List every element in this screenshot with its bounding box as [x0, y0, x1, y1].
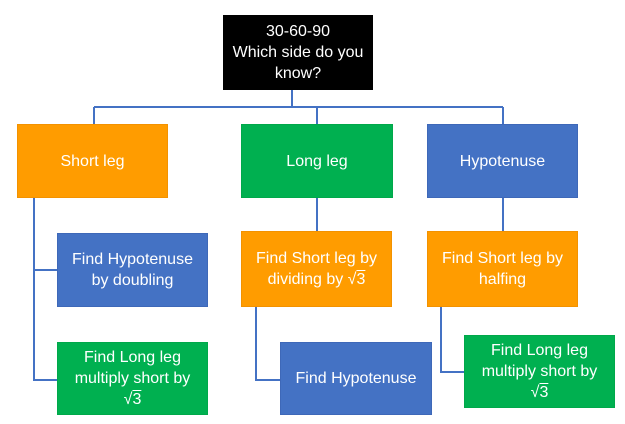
step-line: Find Long leg — [84, 349, 181, 366]
sqrt-radicand: 3 — [539, 384, 549, 401]
sqrt-radicand: 3 — [132, 391, 142, 408]
short-leg-step-2: Find Long leg multiply short by √3 — [57, 342, 208, 415]
hypotenuse-box: Hypotenuse — [427, 124, 578, 198]
sqrt-radicand: 3 — [356, 271, 366, 288]
short-leg-box: Short leg — [17, 124, 168, 198]
step-line-with-sqrt: dividing by √3 — [256, 269, 377, 290]
root-title: 30-60-90 — [265, 23, 331, 40]
sqrt-expression: √3 — [75, 389, 191, 410]
hypotenuse-label: Hypotenuse — [459, 152, 546, 170]
long-leg-step-2: Find Hypotenuse — [280, 342, 432, 415]
step-line: Find Short leg by — [256, 250, 377, 267]
step-line: Find Short leg by — [442, 250, 563, 267]
sqrt-symbol: √ — [347, 271, 357, 288]
step-line-tail: dividing by — [267, 271, 348, 288]
short-leg-step-1: Find Hypotenuse by doubling — [57, 233, 208, 307]
long-leg-box: Long leg — [241, 124, 393, 198]
sqrt-symbol: √ — [530, 384, 540, 401]
step-line: Find Hypotenuse — [295, 370, 417, 387]
short-leg-label: Short leg — [60, 152, 125, 170]
step-line: halfing — [478, 271, 527, 288]
sqrt-symbol: √ — [123, 391, 133, 408]
step-line: by doubling — [91, 272, 174, 289]
step-line: Find Long leg — [491, 342, 588, 359]
hypotenuse-step-1: Find Short leg by halfing — [427, 231, 578, 307]
hypotenuse-step-2: Find Long leg multiply short by √3 — [464, 335, 615, 408]
step-line: Find Hypotenuse — [72, 251, 193, 268]
step-line: multiply short by — [74, 370, 191, 387]
root-question-box: 30-60-90 Which side do you know? — [223, 15, 373, 90]
root-question-line1: Which side do you — [232, 44, 364, 61]
root-question-line2: know? — [274, 65, 322, 82]
long-leg-label: Long leg — [286, 152, 348, 170]
step-line: multiply short by — [481, 363, 598, 380]
sqrt-expression: √3 — [482, 382, 598, 403]
long-leg-step-1: Find Short leg by dividing by √3 — [241, 231, 392, 307]
